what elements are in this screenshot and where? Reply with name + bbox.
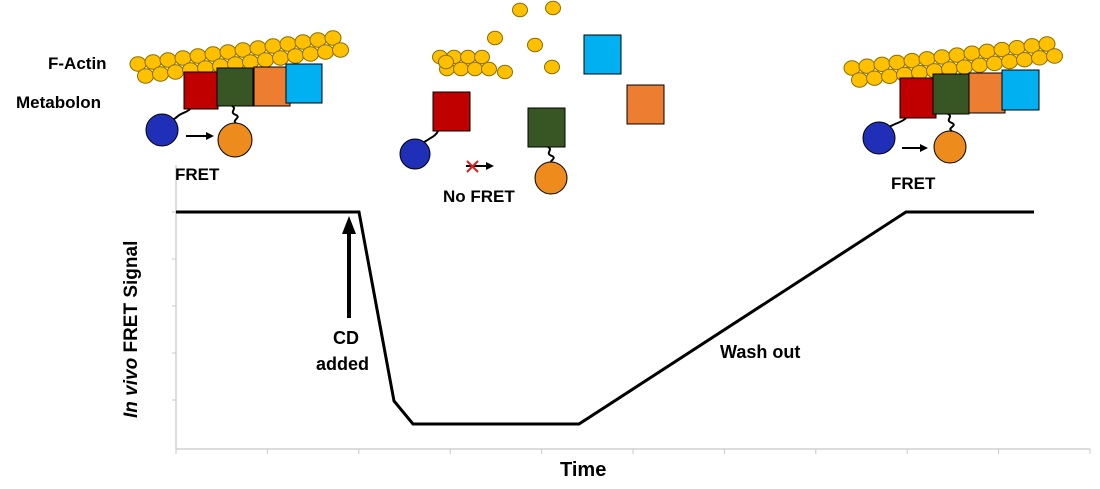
actin-bead-icon (545, 0, 561, 16)
enzyme-red (432, 91, 471, 132)
y-axis-title-italic: In vivo (121, 358, 142, 418)
no-fret-label: No FRET (443, 187, 515, 206)
enzyme-blue (285, 63, 323, 104)
enzyme-blue (583, 34, 622, 75)
actin-bead-icon (971, 57, 988, 73)
actin-bead-icon (986, 55, 1003, 72)
actin-bead-icon (544, 59, 560, 75)
fret-signal-curve (176, 210, 1034, 426)
cd-label: CD (333, 328, 359, 348)
x-ticks (175, 449, 1091, 454)
actin-bead-icon (866, 70, 883, 86)
metabolon-right (862, 69, 1040, 164)
y-axis-title-rest: FRET Signal (121, 241, 142, 358)
enzyme-blue (1001, 69, 1040, 111)
linker-acceptor (947, 113, 955, 132)
f-actin-filament-right (843, 36, 1063, 88)
actin-bead-icon (287, 48, 304, 64)
crossed-arrow-icon (466, 160, 494, 173)
acceptor-fluorophore-icon (534, 161, 568, 195)
linker-acceptor (231, 105, 239, 125)
donor-fluorophore-icon (862, 121, 896, 155)
actin-bead-icon (851, 72, 868, 88)
actin-bead-icon (257, 52, 274, 68)
acceptor-fluorophore-icon (933, 130, 967, 164)
actin-bead-icon (137, 68, 154, 84)
actin-bead-icon (272, 50, 289, 66)
f-actin-filament-left (129, 30, 349, 84)
actin-bead-icon (152, 66, 169, 82)
fret-label-left: FRET (175, 165, 220, 184)
enzyme-red (899, 77, 937, 119)
donor-fluorophore-icon (399, 138, 431, 170)
x-axis-title: Time (560, 459, 606, 481)
f-actin-label: F-Actin (48, 54, 107, 73)
up-arrow-icon (342, 216, 356, 318)
actin-bead-icon (497, 64, 513, 80)
actin-bead-icon (317, 44, 334, 60)
enzyme-orange (968, 72, 1006, 114)
actin-bead-icon (332, 42, 349, 58)
actin-bead-icon (956, 59, 973, 75)
actin-bead-icon (438, 54, 454, 70)
donor-fluorophore-icon (145, 113, 179, 147)
actin-bead-icon (481, 61, 497, 77)
axes (172, 165, 1091, 454)
actin-bead-icon (487, 30, 503, 46)
dissociated-enzymes (399, 34, 665, 195)
actin-bead-icon (1001, 53, 1018, 70)
enzyme-orange (626, 84, 665, 125)
fret-label-right: FRET (891, 174, 936, 193)
actin-bead-icon (167, 64, 184, 80)
actin-bead-icon (453, 61, 469, 77)
metabolon-label: Metabolon (16, 93, 101, 112)
actin-bead-icon (467, 61, 483, 77)
enzyme-orange (253, 66, 291, 107)
wash-out-label: Wash out (720, 342, 800, 362)
enzyme-red (183, 71, 219, 110)
free-actin-beads (438, 0, 561, 80)
actin-bead-icon (1038, 36, 1056, 52)
actin-bead-icon (1046, 48, 1063, 64)
actin-bead-icon (881, 68, 898, 85)
actin-bead-icon (474, 49, 490, 65)
actin-bead-icon (512, 2, 528, 18)
metabolon-left (145, 63, 323, 158)
actin-bead-icon (1016, 51, 1033, 68)
actin-bead-icon (324, 30, 342, 46)
right-arrow-icon (186, 132, 214, 140)
actin-bead-icon (527, 37, 543, 53)
added-label: added (316, 354, 369, 374)
enzyme-green (527, 107, 566, 148)
actin-bead-icon (1031, 50, 1048, 66)
enzyme-green (216, 67, 254, 107)
actin-bead-icon (302, 46, 319, 62)
actin-bead-icon (460, 49, 476, 65)
y-ticks (172, 211, 176, 401)
enzyme-green (932, 73, 970, 115)
right-arrow-icon (902, 144, 928, 152)
acceptor-fluorophore-icon (217, 122, 253, 158)
y-axis-title: In vivo FRET Signal (121, 241, 142, 418)
